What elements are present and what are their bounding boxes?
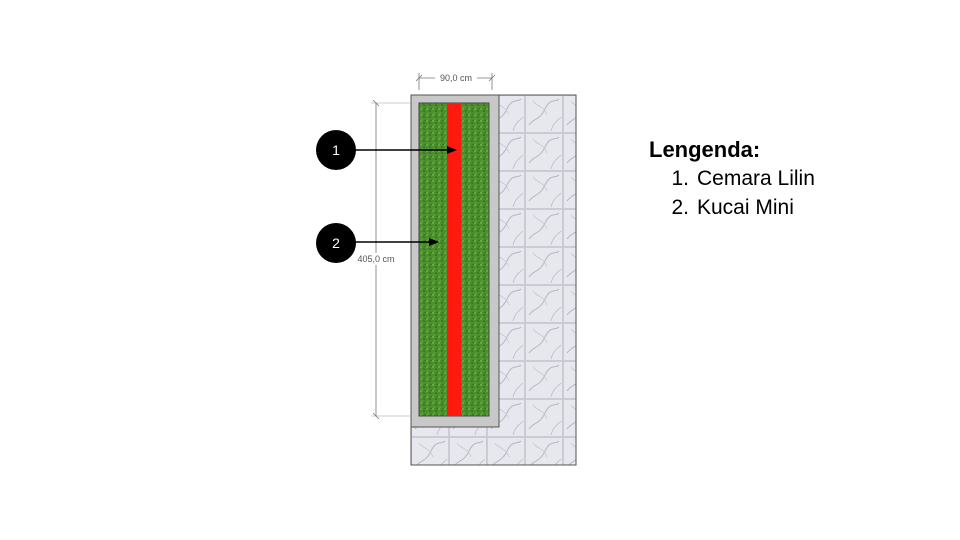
legend-item: 2. Kucai Mini bbox=[649, 193, 815, 222]
legend-list: 1. Cemara Lilin 2. Kucai Mini bbox=[649, 164, 815, 222]
width-dimension: 90,0 cm bbox=[415, 72, 496, 90]
legend-item-number: 2. bbox=[671, 196, 689, 219]
callout-1-number: 1 bbox=[332, 142, 340, 158]
legend-title: Lengenda: bbox=[649, 137, 761, 162]
callout-1: 1 bbox=[316, 130, 457, 170]
callout-2-number: 2 bbox=[332, 235, 340, 251]
length-dimension-label: 405,0 cm bbox=[357, 254, 394, 264]
legend-item-number: 1. bbox=[671, 167, 689, 190]
callout-2: 2 bbox=[316, 223, 439, 263]
width-dimension-label: 90,0 cm bbox=[440, 73, 472, 83]
legend: Lengenda: 1. Cemara Lilin 2. Kucai Mini bbox=[649, 136, 815, 222]
legend-item: 1. Cemara Lilin bbox=[649, 164, 815, 193]
legend-item-label: Kucai Mini bbox=[697, 196, 794, 219]
length-dimension: 405,0 cm bbox=[354, 99, 410, 420]
legend-item-label: Cemara Lilin bbox=[697, 167, 815, 190]
cemara-lilin-row bbox=[447, 103, 461, 416]
